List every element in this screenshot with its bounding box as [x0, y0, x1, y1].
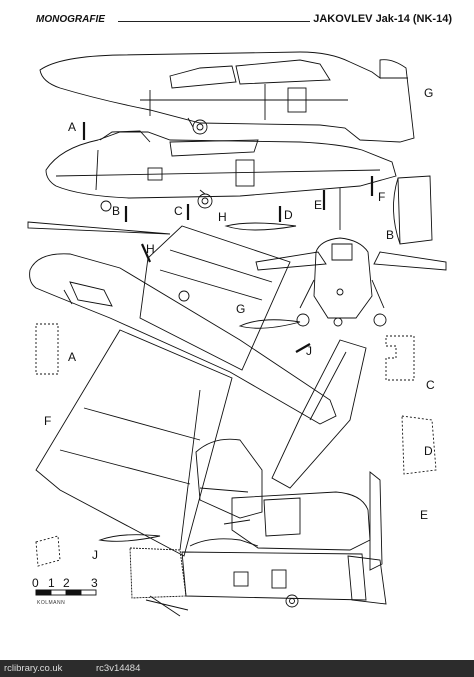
- label-F-section: F: [44, 414, 52, 428]
- draughtsman-signature: KOLMANN: [37, 600, 66, 606]
- label-E-section: E: [420, 508, 429, 522]
- label-G-top: G: [424, 86, 434, 100]
- side-view-main: [45, 130, 397, 212]
- label-ticks: [82, 122, 374, 353]
- label-C-section: C: [426, 378, 435, 392]
- label-D-top: D: [284, 208, 293, 222]
- label-D-section: D: [424, 444, 433, 458]
- section-shapes-right: [35, 323, 437, 567]
- profile-G: [238, 319, 301, 329]
- label-A-top: A: [68, 120, 77, 134]
- footer-code: rc3v14484: [96, 663, 141, 674]
- scale-tick-3: 3: [91, 576, 98, 590]
- header-series-title: MONOGRAFIE: [36, 14, 105, 25]
- label-H-top: H: [218, 210, 227, 224]
- bottom-view: [129, 438, 387, 617]
- label-A-section: A: [68, 350, 77, 364]
- label-J-profile: J: [92, 548, 98, 562]
- profile-J: [98, 534, 161, 542]
- label-F-top: F: [378, 190, 386, 204]
- section-profiles-row: [27, 175, 433, 245]
- scale-tick-0: 0: [32, 576, 39, 590]
- label-B-section: B: [386, 228, 395, 242]
- header-aircraft-title: JAKOVLEV Jak-14 (NK-14): [313, 13, 452, 25]
- label-J-plan: J: [306, 344, 312, 358]
- label-H-plan: H: [146, 242, 155, 256]
- label-C-top: C: [174, 204, 183, 218]
- label-E-top: E: [314, 198, 323, 212]
- footer-site: rclibrary.co.uk: [4, 663, 63, 674]
- aircraft-drawing: [27, 51, 447, 617]
- side-view-top: [39, 51, 415, 143]
- label-B-top: B: [112, 204, 121, 218]
- plan-view: [29, 225, 367, 557]
- front-view: [255, 188, 447, 327]
- scale-tick-2: 2: [63, 576, 70, 590]
- header-rule: [118, 21, 310, 22]
- scale-bar: [35, 589, 97, 596]
- label-G-profile: G: [236, 302, 246, 316]
- footer-bar: rclibrary.co.uk rc3v14484: [0, 660, 474, 677]
- scale-tick-1: 1: [48, 576, 55, 590]
